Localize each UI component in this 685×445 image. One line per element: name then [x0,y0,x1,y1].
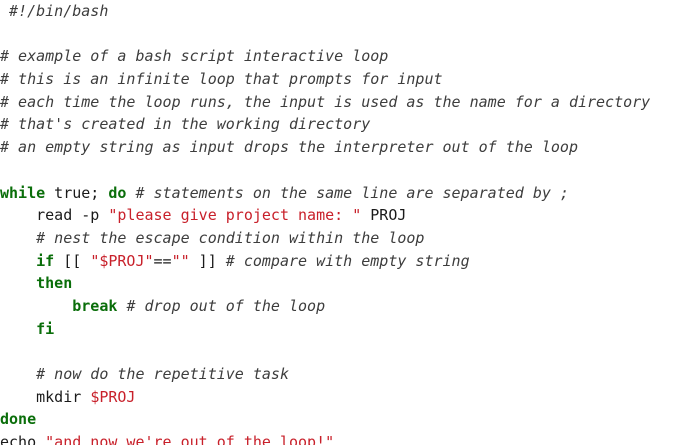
code-text: [[ [54,251,91,270]
comment: # compare with empty string [225,251,470,270]
keyword: if [36,251,55,270]
code-text [0,274,36,292]
code-text: true; [45,183,109,202]
comment: # example of a bash script interactive l… [0,47,389,66]
code-line-1: #!/bin/bash [0,0,685,23]
comment: # nest the escape condition within the l… [36,228,425,247]
code-line-20: echo "and now we're out of the loop!" [0,431,685,445]
string-literal: "$PROJ" [90,251,154,270]
comment: #!/bin/bash [0,2,109,20]
code-line-6: # that's created in the working director… [0,113,685,136]
code-line-5: # each time the loop runs, the input is … [0,91,685,114]
code-line-13: then [0,272,685,295]
code-text: ]] [189,251,226,270]
code-line-4: # this is an infinite loop that prompts … [0,68,685,91]
code-line-8 [0,159,685,182]
comment: # drop out of the loop [126,296,326,315]
comment: # an empty string as input drops the int… [0,138,578,157]
keyword: done [0,410,37,429]
code-line-12: if [[ "$PROJ"=="" ]] # compare with empt… [0,250,685,273]
code-text: mkdir [0,387,91,406]
keyword: while [0,183,46,202]
keyword: then [36,274,73,293]
code-text: == [153,251,172,270]
code-line-17: # now do the repetitive task [0,363,685,386]
keyword: break [72,296,118,315]
variable: $PROJ [90,387,136,406]
code-text [0,252,36,270]
code-line-11: # nest the escape condition within the l… [0,227,685,250]
comment: # this is an infinite loop that prompts … [0,70,443,89]
code-text [0,320,36,338]
code-line-9: while true; do # statements on the same … [0,182,685,205]
code-line-7: # an empty string as input drops the int… [0,136,685,159]
string-literal: "" [171,251,190,270]
comment: # that's created in the working director… [0,115,371,134]
comment: # statements on the same line are separa… [135,183,569,202]
code-line-16 [0,340,685,363]
code-line-10: read -p "please give project name: " PRO… [0,204,685,227]
keyword: fi [36,319,55,338]
code-text: read -p [0,206,109,225]
code-text: echo [0,433,46,445]
code-line-2 [0,23,685,46]
code-line-19: done [0,408,685,431]
keyword: do [108,183,127,202]
code-line-15: fi [0,318,685,341]
code-text [0,365,36,383]
code-text [0,297,72,315]
code-text: PROJ [361,206,407,225]
comment: # now do the repetitive task [36,365,289,383]
comment: # each time the loop runs, the input is … [0,92,651,111]
code-text [0,229,36,247]
string-literal: "please give project name: " [108,206,362,225]
code-line-18: mkdir $PROJ [0,386,685,409]
string-literal: "and now we're out of the loop!" [45,433,335,445]
code-line-3: # example of a bash script interactive l… [0,45,685,68]
code-line-14: break # drop out of the loop [0,295,685,318]
